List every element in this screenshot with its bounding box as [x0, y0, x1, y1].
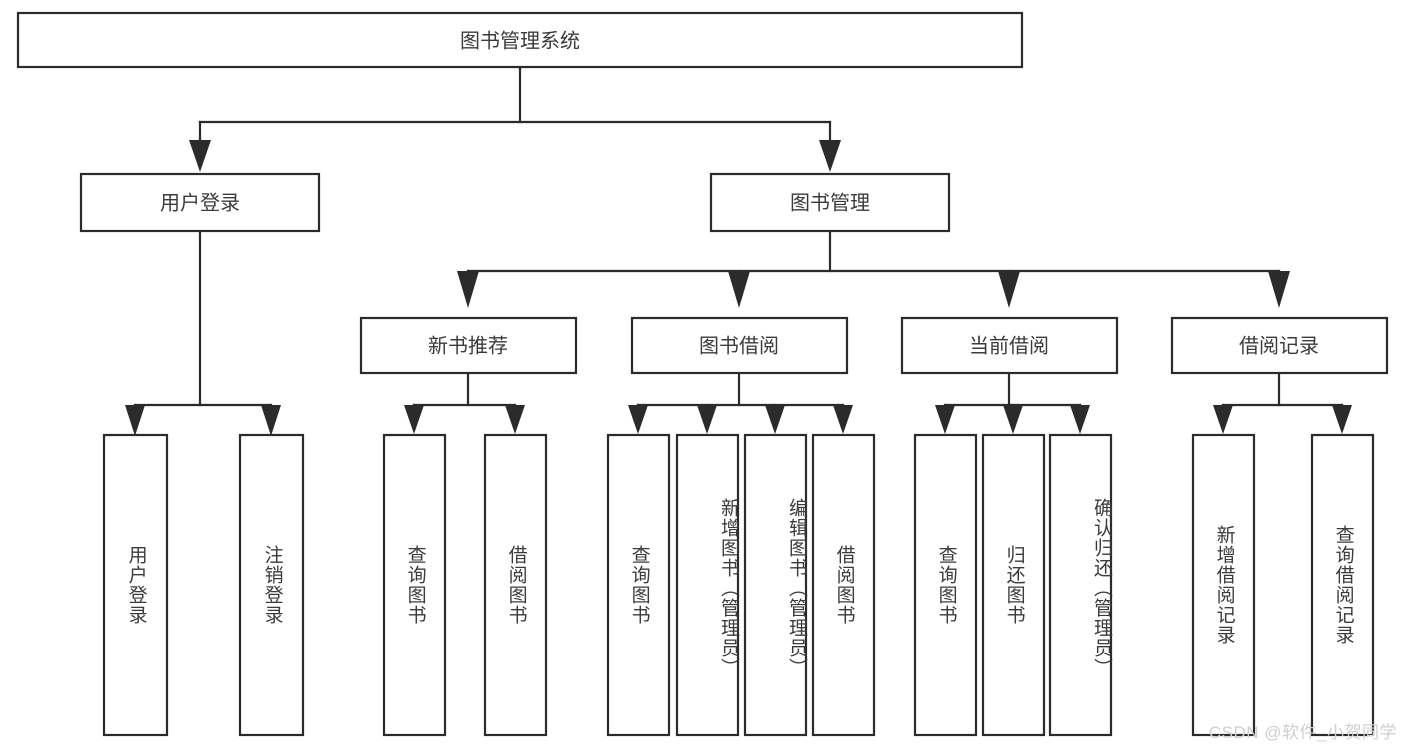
arrowhead-br-leaf-1 [1213, 405, 1233, 434]
arrowhead-borrow-record [1268, 271, 1290, 308]
node-book-manage-label: 图书管理 [790, 191, 870, 214]
arrowhead-book-manage [819, 140, 841, 172]
connector-group-new-book [404, 371, 525, 434]
node-new-book-label: 新书推荐 [428, 334, 508, 357]
arrowhead-cb-leaf-3 [1070, 405, 1090, 434]
arrowhead-leaf-user-login-2 [261, 405, 281, 436]
node-book-borrow-box[interactable] [630, 316, 849, 375]
arrowhead-cb-leaf-1 [935, 405, 955, 434]
connector-group-book-borrow [628, 371, 853, 434]
node-user-login-label: 用户登录 [160, 191, 240, 214]
node-leaf-borrow-record-2-box[interactable] [1310, 433, 1375, 737]
arrowhead-bb-leaf-4 [833, 405, 853, 434]
node-root-box[interactable] [16, 11, 1024, 69]
connector-group-user-login [125, 229, 281, 436]
csdn-watermark: CSDN @软件_小贺同学 [1208, 723, 1397, 742]
node-book-borrow-label: 图书借阅 [699, 334, 779, 357]
node-leaf-book-borrow-3-box[interactable] [743, 433, 808, 737]
node-leaf-book-borrow-2-box[interactable] [675, 433, 740, 737]
arrowhead-nb-leaf-2 [505, 405, 525, 434]
node-new-book-box[interactable] [359, 316, 578, 375]
arrowhead-cb-leaf-2 [1003, 405, 1023, 434]
connector-group-book-manage [457, 229, 1290, 308]
node-current-borrow-label: 当前借阅 [969, 334, 1049, 357]
arrowhead-user-login [189, 140, 211, 172]
arrowhead-bb-leaf-3 [765, 405, 785, 434]
node-user-login-box[interactable] [79, 172, 321, 233]
node-borrow-record-box[interactable] [1170, 316, 1389, 375]
node-leaf-user-login-2-box[interactable] [238, 433, 305, 737]
arrowhead-new-book [457, 271, 479, 308]
arrowhead-nb-leaf-1 [404, 405, 424, 434]
arrowhead-leaf-user-login-1 [125, 405, 145, 436]
arrowhead-br-leaf-2 [1332, 405, 1352, 434]
node-leaf-book-borrow-4-box[interactable] [811, 433, 876, 737]
node-book-manage-box[interactable] [709, 172, 951, 233]
node-leaf-book-borrow-1-box[interactable] [606, 433, 671, 737]
arrowhead-bb-leaf-1 [628, 405, 648, 434]
node-leaf-current-borrow-1-box[interactable] [913, 433, 978, 737]
connector-group-current-borrow [935, 371, 1090, 434]
node-leaf-current-borrow-3-box[interactable] [1048, 433, 1113, 737]
node-leaf-user-login-1-box[interactable] [102, 433, 169, 737]
connector-group-borrow-record [1213, 371, 1352, 434]
node-leaf-current-borrow-2-box[interactable] [981, 433, 1046, 737]
node-current-borrow-box[interactable] [900, 316, 1119, 375]
arrowhead-bb-leaf-2 [697, 405, 717, 434]
node-leaf-new-book-2-box[interactable] [483, 433, 548, 737]
node-leaf-new-book-1-box[interactable] [382, 433, 447, 737]
connector-group-root [189, 65, 841, 172]
arrowhead-current-borrow [998, 271, 1020, 308]
arrowhead-book-borrow [728, 271, 750, 308]
node-borrow-record-label: 借阅记录 [1239, 334, 1319, 357]
node-leaf-borrow-record-1-box[interactable] [1191, 433, 1256, 737]
node-root-label: 图书管理系统 [460, 29, 580, 52]
